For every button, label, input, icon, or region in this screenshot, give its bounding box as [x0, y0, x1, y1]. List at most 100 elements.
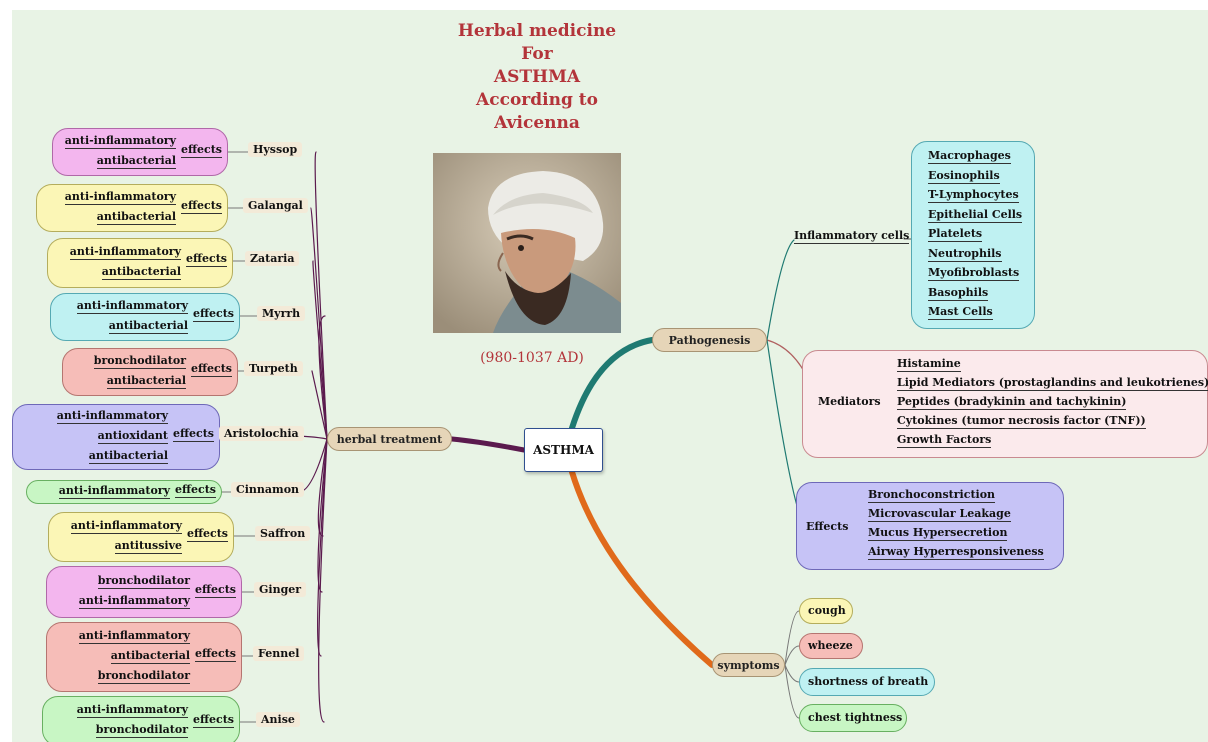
symptom-wheeze[interactable]: wheeze	[808, 639, 853, 652]
herb-name[interactable]: Cinnamon	[231, 482, 305, 497]
mediator-item[interactable]: Cytokines (tumor necrosis factor (TNF))	[897, 414, 1146, 429]
inflammatory-cell-item[interactable]: Neutrophils	[928, 246, 1002, 262]
herb-property[interactable]: anti-inflammatory	[69, 245, 181, 260]
herb-effects-label[interactable]: effects	[175, 483, 216, 498]
inflammatory-cell-item[interactable]: Basophils	[928, 285, 989, 301]
herb-name[interactable]: Saffron	[255, 526, 311, 541]
title-line: Avicenna	[494, 113, 580, 133]
herb-effects-label[interactable]: effects	[186, 252, 227, 267]
herb-property[interactable]: bronchodilator	[95, 723, 188, 738]
herb-name[interactable]: Hyssop	[248, 142, 303, 157]
herb-property[interactable]: antitussive	[114, 539, 182, 554]
symptom-chest-tightness[interactable]: chest tightness	[808, 711, 903, 724]
herb-name[interactable]: Ginger	[254, 582, 307, 597]
herb-name[interactable]: Turpeth	[244, 361, 303, 376]
link-symptoms	[569, 469, 715, 668]
link-herb	[312, 260, 328, 440]
herb-name[interactable]: Galangal	[243, 198, 308, 213]
herb-effects-label[interactable]: effects	[173, 427, 214, 442]
mediators-cloud	[802, 350, 1208, 458]
herb-name[interactable]: Anise	[256, 712, 300, 727]
lifespan-dates: (980-1037 AD)	[480, 350, 584, 366]
pathogenesis-effect-item[interactable]: Bronchoconstriction	[868, 488, 996, 503]
mind-map-canvas: Herbal medicine For ASTHMA According to …	[12, 10, 1208, 742]
herb-property[interactable]: anti-inflammatory	[78, 629, 190, 644]
pathogenesis-effect-item[interactable]: Microvascular Leakage	[868, 507, 1011, 522]
inflammatory-cell-item[interactable]: Platelets	[928, 227, 983, 242]
herb-property[interactable]: anti-inflammatory	[70, 519, 182, 534]
link-herbal-treatment	[449, 436, 527, 453]
herb-property[interactable]: bronchodilator	[93, 354, 186, 369]
herb-property[interactable]: antibacterial	[88, 449, 168, 464]
herb-effects-label[interactable]: effects	[191, 362, 232, 377]
herb-property[interactable]: antibacterial	[110, 649, 190, 664]
herb-property[interactable]: anti-inflammatory	[58, 484, 170, 499]
herb-property[interactable]: anti-inflammatory	[56, 409, 168, 424]
link-pathogenesis	[569, 337, 655, 431]
link-herb	[311, 370, 328, 440]
symptom-shortness-cloud	[799, 668, 935, 696]
branch-herbal-treatment[interactable]: herbal treatment	[327, 427, 452, 451]
herb-property[interactable]: anti-inflammatory	[64, 134, 176, 149]
mediator-item[interactable]: Growth Factors	[897, 433, 992, 448]
inflammatory-cell-item[interactable]: Eosinophils	[928, 168, 1000, 184]
herb-effects-cloud	[62, 348, 238, 396]
inflammatory-cells-label[interactable]: Inflammatory cells	[794, 229, 910, 244]
pathogenesis-effect-item[interactable]: Airway Hyperresponsiveness	[868, 545, 1044, 560]
link-symptom	[784, 664, 800, 683]
herb-property[interactable]: antibacterial	[106, 374, 186, 389]
herb-name[interactable]: Zataria	[245, 251, 300, 266]
herb-effects-label[interactable]: effects	[195, 583, 236, 598]
title-line: ASTHMA	[493, 67, 581, 87]
herb-effects-label[interactable]: effects	[187, 527, 228, 542]
central-topic-asthma[interactable]: ASTHMA	[524, 428, 603, 472]
effects-label[interactable]: Effects	[806, 520, 849, 533]
symptom-cough[interactable]: cough	[808, 604, 846, 617]
link-herb	[314, 151, 328, 440]
herb-effects-label[interactable]: effects	[181, 143, 222, 158]
link-symptom	[784, 610, 800, 666]
link-herb	[318, 438, 328, 723]
herb-name[interactable]: Fennel	[253, 646, 305, 661]
mediator-item[interactable]: Lipid Mediators (prostaglandins and leuk…	[897, 376, 1208, 391]
herb-property[interactable]: bronchodilator	[97, 669, 190, 684]
herb-effects-cloud	[46, 622, 242, 692]
link-herb	[310, 207, 328, 440]
mediators-label[interactable]: Mediators	[818, 395, 881, 408]
title-line: According to	[476, 90, 598, 110]
inflammatory-cell-item[interactable]: Epithelial Cells	[928, 207, 1023, 223]
pathogenesis-effect-item[interactable]: Mucus Hypersecretion	[868, 526, 1008, 541]
branch-symptoms[interactable]: symptoms	[712, 653, 785, 677]
mediator-item[interactable]: Histamine	[897, 357, 961, 372]
herb-property[interactable]: antibacterial	[96, 210, 176, 225]
inflammatory-cell-item[interactable]: Macrophages	[928, 149, 1011, 164]
herb-property[interactable]: anti-inflammatory	[78, 594, 190, 609]
herb-name[interactable]: Aristolochia	[219, 426, 304, 441]
herb-name[interactable]: Myrrh	[257, 306, 306, 321]
symptom-chest-cloud	[799, 704, 907, 732]
symptom-cough-cloud	[799, 598, 853, 624]
branch-pathogenesis[interactable]: Pathogenesis	[652, 328, 767, 352]
inflammatory-cells-cloud	[911, 141, 1035, 329]
herb-effects-label[interactable]: effects	[193, 307, 234, 322]
link-inflammatory-cells	[766, 239, 795, 341]
herb-property[interactable]: antioxidant	[97, 429, 168, 444]
mediator-item[interactable]: Peptides (bradykinin and tachykinin)	[897, 395, 1127, 410]
inflammatory-cell-item[interactable]: Myofibroblasts	[928, 266, 1020, 281]
herb-effects-cloud	[42, 696, 240, 742]
herb-property[interactable]: bronchodilator	[97, 574, 190, 589]
herb-property[interactable]: anti-inflammatory	[64, 190, 176, 205]
inflammatory-cell-item[interactable]: Mast Cells	[928, 305, 993, 320]
diagram-title: Herbal medicine For ASTHMA According to …	[427, 20, 647, 135]
herb-property[interactable]: antibacterial	[96, 154, 176, 169]
herb-effects-label[interactable]: effects	[195, 647, 236, 662]
herb-effects-label[interactable]: effects	[181, 199, 222, 214]
herb-property[interactable]: antibacterial	[108, 319, 188, 334]
symptom-shortness-of-breath[interactable]: shortness of breath	[808, 675, 929, 688]
inflammatory-cell-item[interactable]: T-Lymphocytes	[928, 188, 1019, 203]
herb-property[interactable]: anti-inflammatory	[76, 703, 188, 718]
title-line: For	[521, 44, 553, 64]
herb-effects-label[interactable]: effects	[193, 713, 234, 728]
herb-property[interactable]: antibacterial	[101, 265, 181, 280]
herb-property[interactable]: anti-inflammatory	[76, 299, 188, 314]
